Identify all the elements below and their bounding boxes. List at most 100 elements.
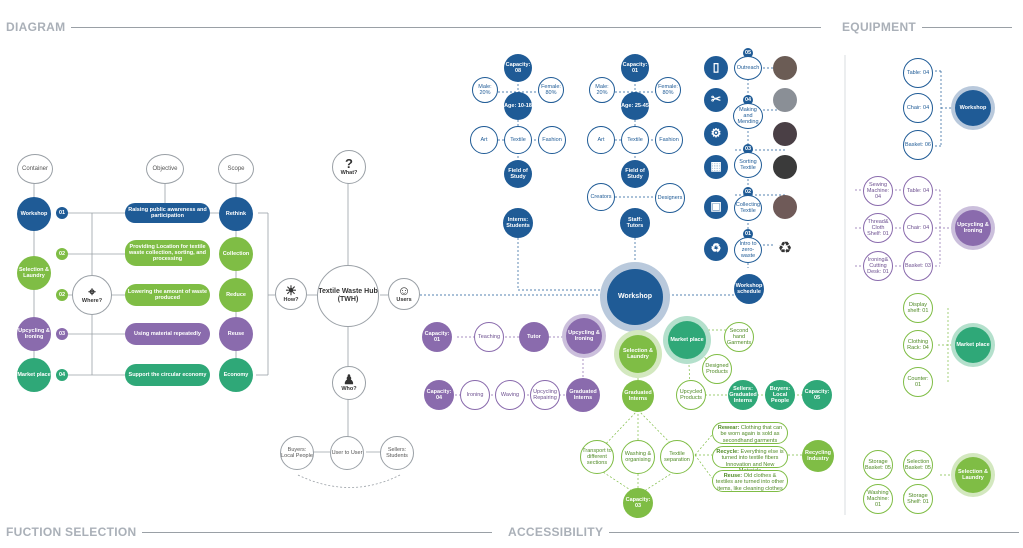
users-node[interactable]: ☺Users [388,278,420,310]
step-number: 02 [743,187,753,197]
laundry-capacity: Capacity: 03 [623,488,653,518]
buyers-node: Buyers: Local People [280,436,314,470]
staff-field: Field of Study [621,160,649,188]
scope-rethink[interactable]: Rethink [219,197,253,231]
photo-thumb [773,195,797,219]
photo-thumb [773,56,797,80]
step-number: 05 [743,48,753,58]
eq-storage-basket: Storage Basket: 05 [863,450,893,480]
step-sorting: Sorting Textile [734,152,762,178]
sellers-node: Sellers: Students [380,436,414,470]
eq-thread: Thread& Cloth Shelf: 01 [863,213,893,243]
upcycling-center[interactable]: Upcycling & Ironing [566,318,602,354]
staff-art: Art [587,126,615,154]
accessibility-header: ACCESSIBILITY [508,525,1020,539]
scope-reduce[interactable]: Reduce [219,278,253,312]
graduated-interns-purple: Graduated Interns [566,378,600,412]
objective-pill: Support the circular economy [125,364,210,386]
location-pin-icon: ⌖ [88,284,96,300]
eq-ironing: Ironing& Cutting Desk: 01 [863,251,893,281]
eq-workshop-chair: Chair: 04 [903,93,933,123]
staff-capacity: Capacity: 01 [621,54,649,82]
where-label: Where? [81,298,103,305]
divider [142,531,493,533]
rewear-text: Clothing that can be worn again is sold … [720,425,783,444]
interns-female: Female: 80% [538,77,564,103]
step-number: 04 [743,95,753,105]
eq-workshop-basket: Basket: 06 [903,130,933,160]
divider [71,26,822,28]
eq-display: Display shelf: 01 [903,293,933,323]
repairing: Upcycling Repairing [530,380,560,410]
scope-reuse[interactable]: Reuse [219,317,253,351]
staff-designers: Designers [655,183,685,213]
users-label: Users [396,297,412,304]
step-making: Making and Mending [733,103,763,129]
step-intro: Intro to zero-waste [734,237,762,263]
objective-pill: Raising public awareness and participati… [125,203,210,223]
workshop-schedule[interactable]: Workshop schedule [734,274,764,304]
reuse-title: Reuse: [723,473,743,479]
container-selection-laundry[interactable]: Selection & Laundry [17,256,51,290]
eq-workshop-table: Table: 04 [903,58,933,88]
equipment-header: EQUIPMENT [842,20,1013,34]
scope-collection[interactable]: Collection [219,237,253,271]
num-badge: 01 [56,207,68,219]
eq-laundry-title: Selection & Laundry [955,457,991,493]
lightbulb-icon: ☀ [285,283,297,299]
eq-storage-shelf: Storage Shelf: 01 [903,484,933,514]
photo-thumb [773,88,797,112]
staff-creators: Creators [587,183,615,211]
what-label: What? [340,170,358,177]
divider [609,531,1020,533]
function-selection-header-text: FUCTION SELECTION [6,525,137,539]
reuse-text: Old clothes & textiles are turned into o… [715,473,785,492]
divider [922,26,1013,28]
staff-male: Male: 20% [589,77,615,103]
where-node[interactable]: ⌖Where? [72,275,112,315]
objective-pill: Providing Location for textile waste col… [125,240,210,266]
container-workshop[interactable]: Workshop [17,197,51,231]
interns-fashion: Fashion [538,126,566,154]
container-market-place[interactable]: Market place [17,358,51,392]
objective-header: Objective [146,154,184,184]
accessibility-header-text: ACCESSIBILITY [508,525,604,539]
recycling-industry: Recycling Industry [802,440,834,472]
equipment-header-text: EQUIPMENT [842,20,917,34]
recycle-card: Recycle: Everything else is turned into … [712,446,788,474]
num-badge: 03 [56,328,68,340]
interns-capacity: Capacity: 08 [504,54,532,82]
upcycling-capacity4: Capacity: 04 [424,380,454,410]
market-center[interactable]: Market place [668,321,706,359]
eq-up-chair: Chair: 04 [903,213,933,243]
container-header: Container [17,154,53,184]
num-badge: 02 [56,248,68,260]
workshop-center[interactable]: Workshop [607,269,663,325]
selection-center[interactable]: Selection & Laundry [619,335,657,373]
what-node[interactable]: ?What? [332,150,366,184]
question-icon: ? [345,156,353,172]
eq-sewing: Sewing Machine: 04 [863,176,893,206]
how-node[interactable]: ☀How? [275,278,307,310]
eq-selection-basket: Selection Basket: 05 [903,450,933,480]
outreach-icon: ▯ [704,56,728,80]
upcycled-products: Upcycled Products [676,380,706,410]
needle-icon: ✂ [704,88,728,112]
rewear-title: Rewear: [717,425,740,431]
user-to-user-node: User to User [330,436,364,470]
container-upcycling-ironing[interactable]: Upcycling & Ironing [17,317,51,351]
eq-washing-machine: Washing Machine: 01 [863,484,893,514]
staff-fashion: Fashion [655,126,683,154]
designed-products: Designed Products [702,354,732,384]
scope-economy[interactable]: Economy [219,358,253,392]
interns-textile: Textile [504,126,532,154]
interns-art: Art [470,126,498,154]
hub-node[interactable]: Textile Waste Hub (TWH) [317,265,379,327]
interns-male: Male: 20% [472,77,498,103]
upcycling-capacity1: Capacity: 01 [422,322,452,352]
eq-up-table: Table: 04 [903,176,933,206]
objective-pill: Lowering the amount of waste produced [125,284,210,306]
diagram-header: DIAGRAM [6,20,822,34]
function-selection-header: FUCTION SELECTION [6,525,493,539]
who-node[interactable]: ♟Who? [332,366,366,400]
